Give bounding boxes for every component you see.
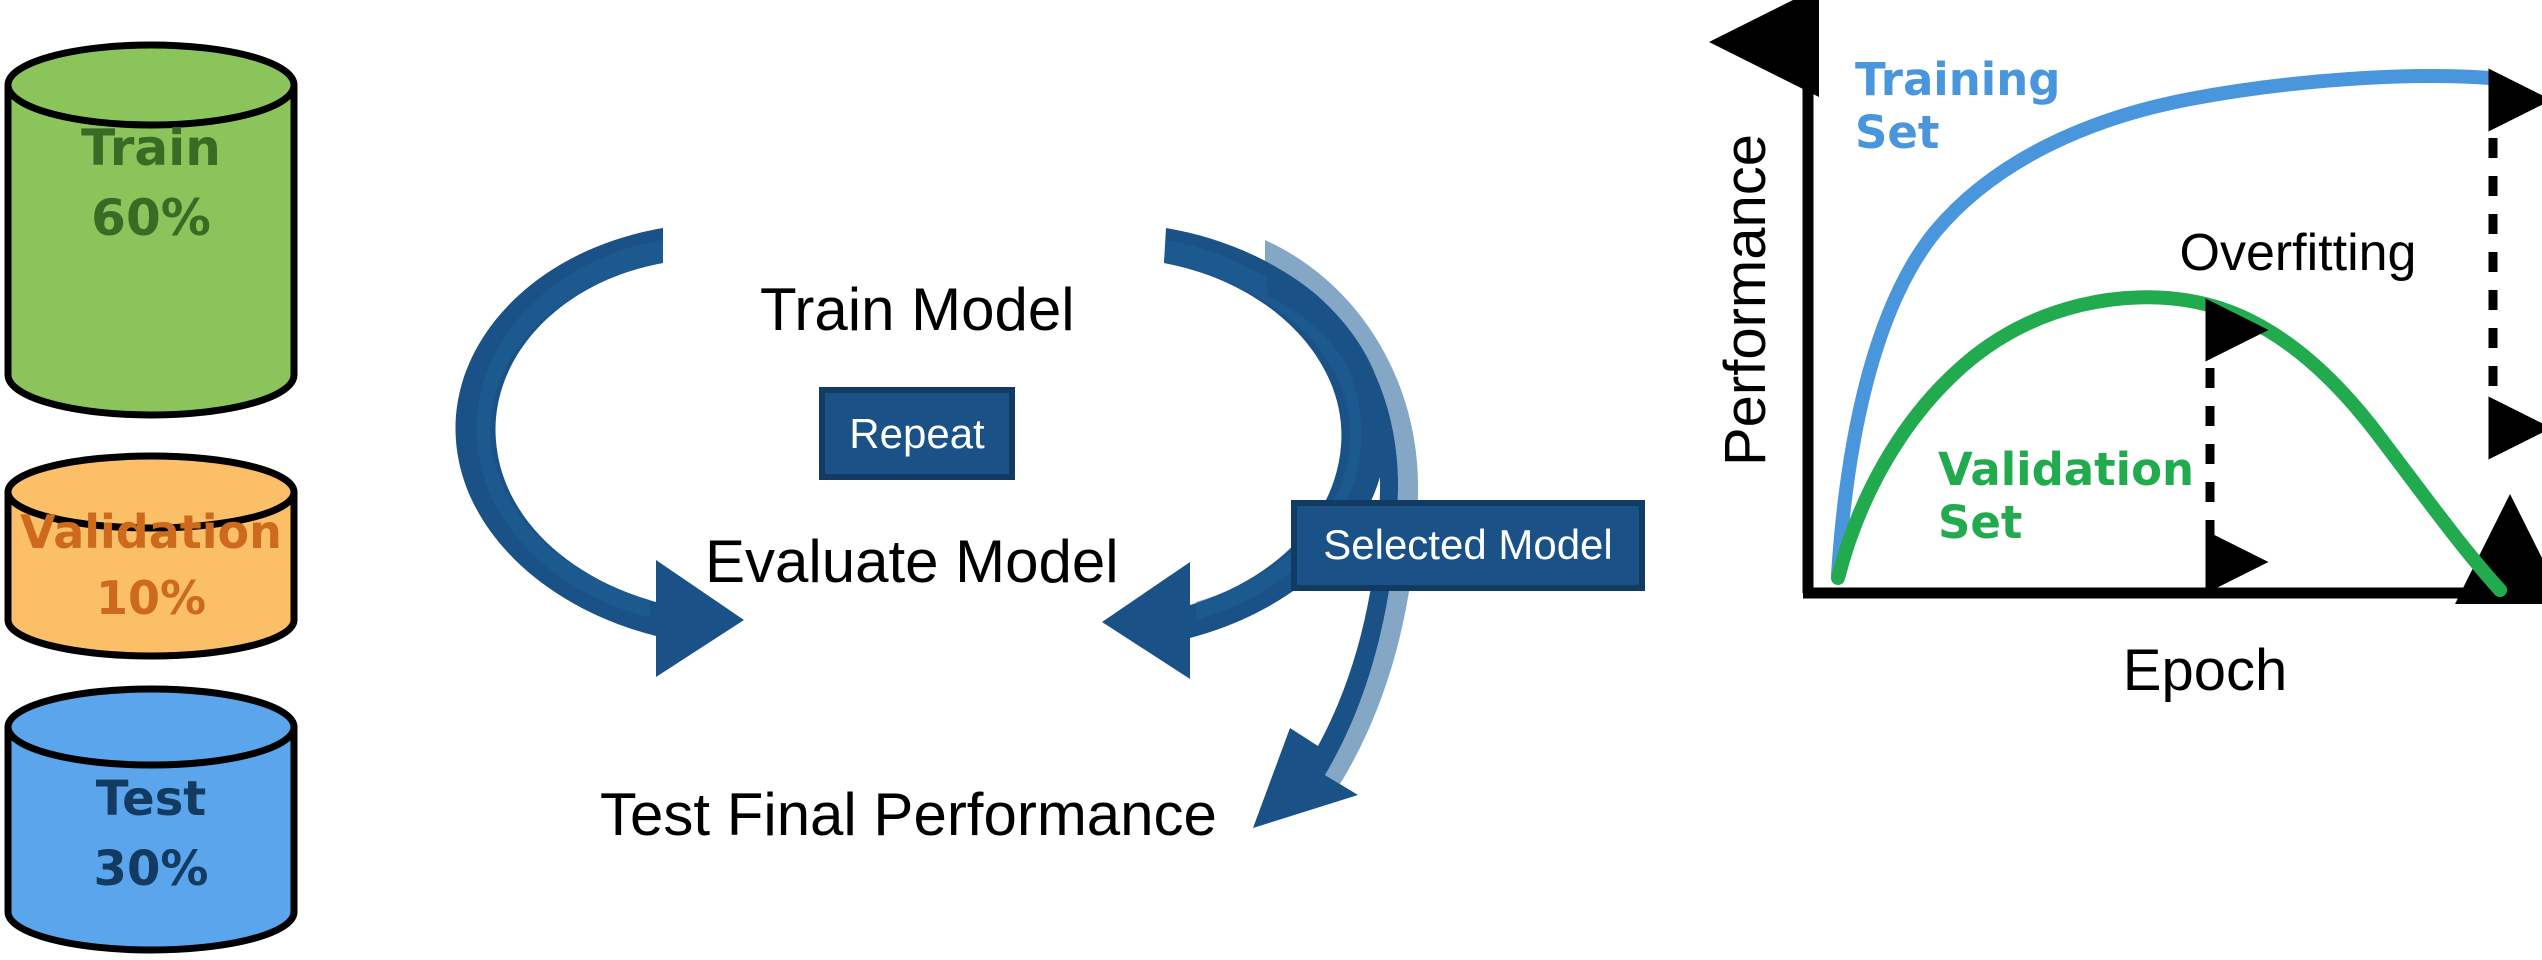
cylinder-test-label: Test — [96, 771, 206, 827]
legend-training-set: Training Set — [1855, 53, 2060, 159]
cylinder-validation-top — [4, 452, 298, 532]
final-test-arrow-band — [1253, 262, 1399, 828]
step-train-model-label: Train Model — [760, 276, 1075, 343]
cylinder-train-body — [4, 81, 298, 419]
step-evaluate-model-label: Evaluate Model — [705, 528, 1119, 595]
repeat-badge-label: Repeat — [849, 410, 985, 457]
cylinder-validation: Validation 10% — [4, 452, 298, 660]
legend-validation-set: Validation Set — [1938, 443, 2194, 549]
legend-training-set-line1: Training — [1855, 53, 2060, 106]
repeat-loop-arrow-band — [455, 228, 744, 677]
repeat-badge[interactable]: Repeat — [819, 387, 1015, 480]
cylinder-test-body — [4, 723, 298, 954]
selected-model-badge-label: Selected Model — [1323, 521, 1613, 568]
cylinder-test-top — [4, 685, 298, 769]
cylinder-train: Train 60% — [4, 41, 298, 419]
repeat-loop-arrow-highlight — [476, 240, 663, 618]
cylinder-validation-percent: 10% — [96, 571, 206, 625]
selected-model-loop-arrow-highlight — [1164, 240, 1362, 620]
legend-validation-set-line2: Set — [1938, 496, 2022, 549]
series-validation-set-curve — [1831, 290, 2507, 597]
series-training-set-curve — [1831, 69, 2497, 582]
cylinder-validation-label: Validation — [20, 505, 282, 559]
cylinder-train-label: Train — [81, 119, 221, 177]
repeat-loop-arrow — [455, 228, 744, 677]
final-test-arrow-highlight — [1265, 240, 1419, 784]
step-test-final-performance-label: Test Final Performance — [600, 781, 1217, 848]
repeat-badge-box[interactable] — [819, 387, 1015, 480]
overfitting-label: Overfitting — [2180, 224, 2417, 282]
cylinder-train-top — [4, 41, 298, 129]
legend-validation-set-line1: Validation — [1938, 443, 2194, 496]
chart-xlabel: Epoch — [2123, 638, 2287, 703]
legend-training-set-line2: Set — [1855, 106, 1939, 159]
cylinder-test: Test 30% — [4, 685, 298, 954]
cylinder-test-percent: 30% — [94, 841, 209, 897]
chart-axes — [1709, 0, 2542, 604]
selected-model-badge[interactable]: Selected Model — [1291, 500, 1645, 591]
cylinder-validation-body — [4, 488, 298, 660]
chart-ylabel: Performance — [1713, 134, 1778, 466]
final-test-arrow — [1253, 240, 1419, 828]
selected-model-badge-box[interactable] — [1291, 500, 1645, 591]
cylinder-train-percent: 60% — [91, 189, 211, 247]
